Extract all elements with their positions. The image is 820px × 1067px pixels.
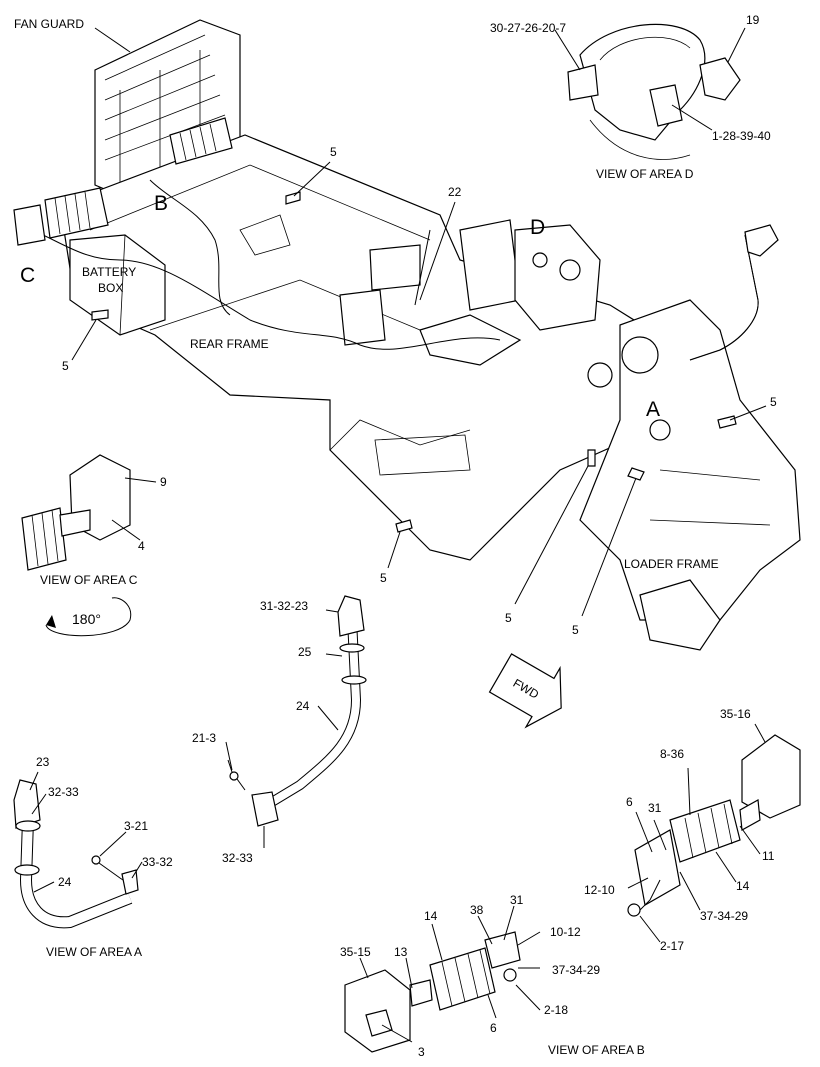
wiring-harness [19,179,501,350]
callout-view-a: 33-32 [142,855,173,869]
callout-view-c: 9 [160,475,167,489]
callout-view-b: 37-34-29 [552,963,600,977]
callout-main: 5 [330,145,337,159]
callout-main: 5 [572,623,579,637]
pipe-assembly-right [689,224,779,361]
battery-box-label-line2: BOX [98,281,123,295]
callout-view-b: 38 [470,903,484,917]
area-b-marker: B [154,192,168,215]
callout-right-detail: 14 [736,879,750,893]
callout-view-a: 24 [58,875,72,889]
loose-pipe-drawing [227,595,367,827]
callout-view-d: 30-27-26-20-7 [490,21,566,35]
callout-main: 5 [505,611,512,625]
callout-pipe: 31-32-23 [260,599,308,613]
callout-right-detail: 31 [648,801,662,815]
callout-view-d: 1-28-39-40 [712,129,771,143]
view-area-a-drawing [13,779,139,929]
callout-view-c: 4 [138,539,145,553]
battery-box [69,234,166,336]
rotation-label: 180° [72,611,101,627]
area-a-marker: A [646,398,660,421]
callout-view-b: 35-15 [340,945,371,959]
connector-b [169,117,233,165]
callout-right-detail: 2-17 [660,939,684,953]
area-d-marker: D [530,216,545,239]
loader-frame [579,299,801,651]
callout-view-a: 32-33 [48,785,79,799]
callout-view-a: 23 [36,755,50,769]
leader-lines [29,27,767,1043]
rear-frame-label: REAR FRAME [190,337,269,351]
callout-right-detail: 6 [626,795,633,809]
callout-view-d: 19 [746,13,760,27]
engine-cluster [339,219,601,366]
view-area-c-caption: VIEW OF AREA C [40,573,138,587]
view-area-b-drawing [344,931,521,1053]
callout-view-a: 3-21 [124,819,148,833]
view-area-b-caption: VIEW OF AREA B [548,1043,645,1057]
callout-view-b: 14 [424,909,438,923]
callout-right-detail: 8-36 [660,747,684,761]
callout-pipe: 21-3 [192,731,216,745]
callout-main: 5 [380,571,387,585]
callout-main: 5 [770,395,777,409]
callout-view-b: 10-12 [550,925,581,939]
callout-right-detail: 12-10 [584,883,615,897]
callout-right-detail: 11 [762,849,775,863]
callout-right-detail: 35-16 [720,707,751,721]
view-area-d-caption: VIEW OF AREA D [596,167,694,181]
fan-guard-label: FAN GUARD [14,17,84,31]
decal-patches [91,191,737,533]
area-c-marker: C [20,264,35,287]
callout-pipe: 25 [298,645,312,659]
loader-frame-label: LOADER FRAME [624,557,719,571]
view-area-d-drawing [567,23,741,160]
battery-box-label-line1: BATTERY [82,265,136,279]
forward-arrow [488,653,562,729]
callout-right-detail: 37-34-29 [700,909,748,923]
callout-view-b: 31 [510,893,524,907]
callout-main: 5 [62,359,69,373]
right-detail-drawing [627,734,801,917]
callout-view-b: 13 [394,945,408,959]
callout-view-b: 3 [418,1045,425,1059]
main-assembly [13,19,801,651]
connector-c [13,187,109,246]
view-area-a-caption: VIEW OF AREA A [46,945,142,959]
callout-view-b: 2-18 [544,1003,568,1017]
callout-main: 22 [448,185,462,199]
callout-pipe: 32-33 [222,851,253,865]
rear-frame [59,134,651,561]
callout-pipe: 24 [296,699,310,713]
view-area-c-drawing [21,454,132,637]
callout-view-b: 6 [490,1021,497,1035]
text-labels: FAN GUARD BATTERY BOX REAR FRAME LOADER … [14,13,777,1059]
